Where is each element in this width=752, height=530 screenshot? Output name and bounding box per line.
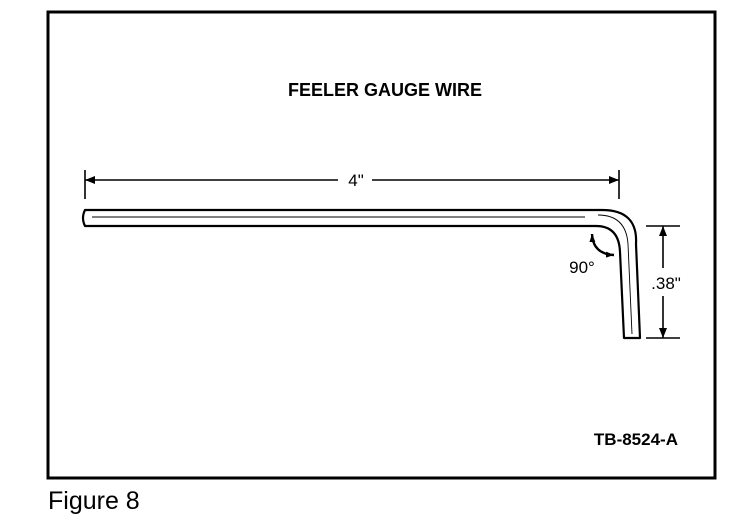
feeler-gauge-wire <box>81 208 642 340</box>
figure-caption: Figure 8 <box>48 487 140 515</box>
angle-arc <box>589 233 615 258</box>
wire-highlight-bend <box>597 214 633 335</box>
length-label: 4" <box>348 171 364 190</box>
height-label: .38" <box>651 274 681 293</box>
angle-label: 90° <box>569 258 595 277</box>
part-number: TB-8524-A <box>594 430 678 449</box>
feeler-gauge-wire-diagram: FEELER GAUGE WIRE 4" 90° .38" TB-8524-A <box>46 10 717 480</box>
figure-title: FEELER GAUGE WIRE <box>288 80 482 100</box>
figure-frame <box>46 10 717 480</box>
